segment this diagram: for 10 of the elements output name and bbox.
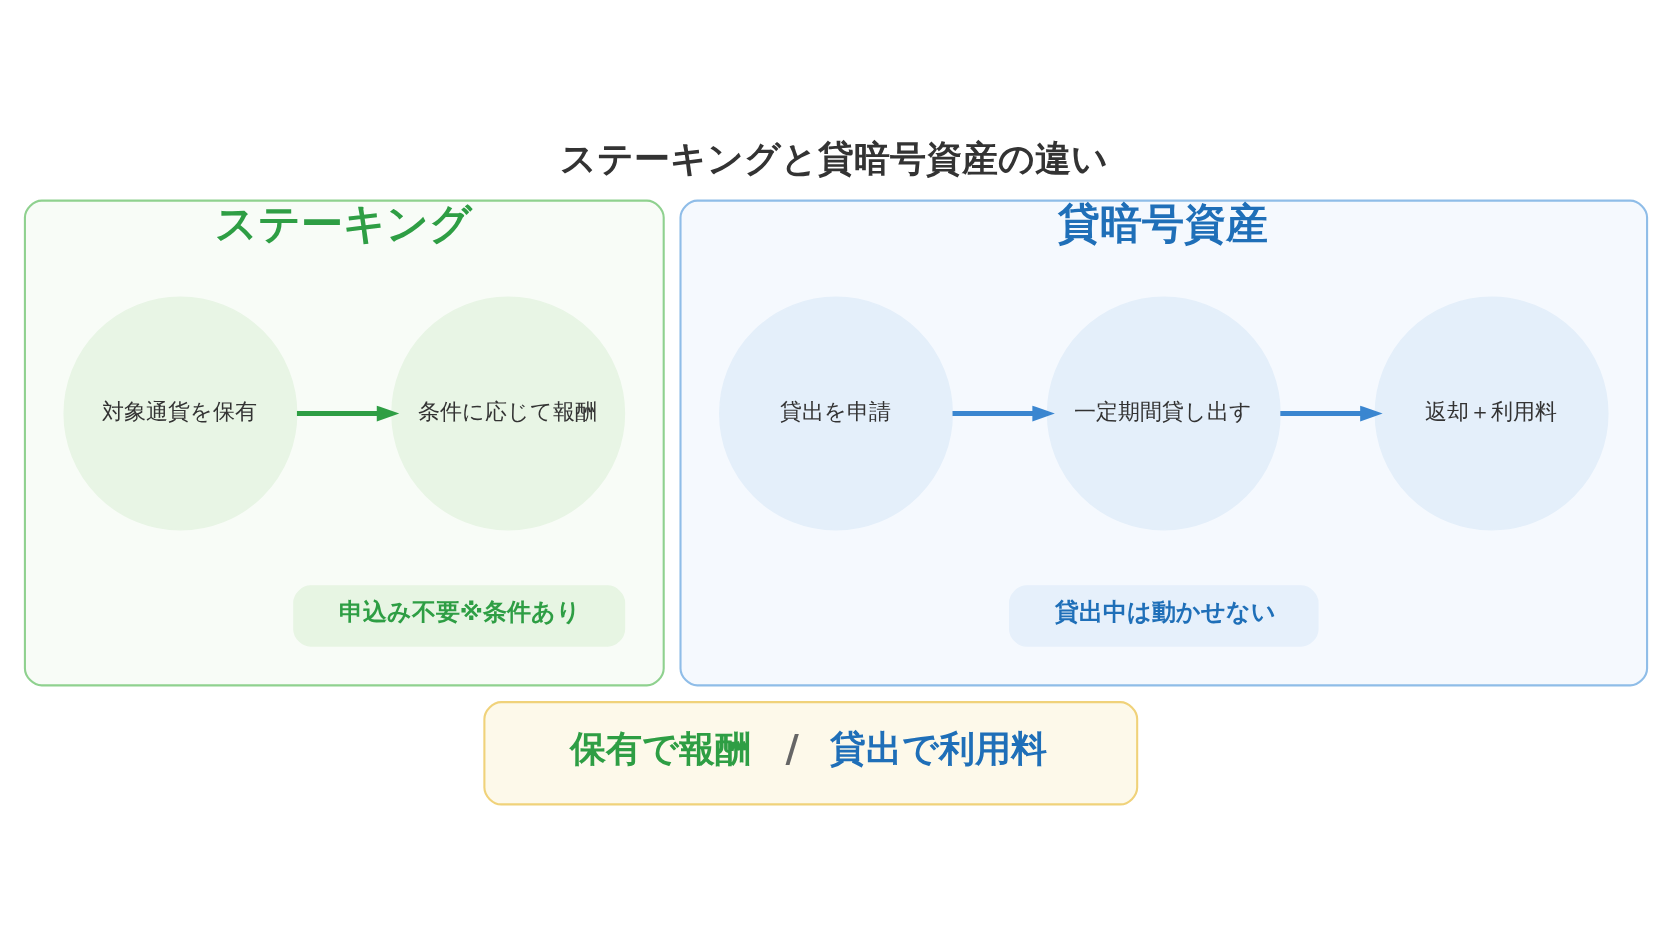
diagram-title: ステーキングと貸暗号資産の違い (560, 136, 1109, 180)
arrow (952, 405, 1055, 421)
node-circle: 対象通貨を保有 (63, 296, 298, 531)
node-box: 保有で報酬 / 貸出で利用料 (483, 700, 1139, 805)
node-circle: 条件に応じて報酬 (391, 296, 626, 531)
node-circle: 一定期間貸し出す (1046, 296, 1281, 531)
node-circle: 返却＋利用料 (1374, 296, 1609, 531)
arrow (296, 405, 400, 421)
arrow (1280, 405, 1383, 421)
node-circle: 貸出を申請 (719, 296, 953, 531)
